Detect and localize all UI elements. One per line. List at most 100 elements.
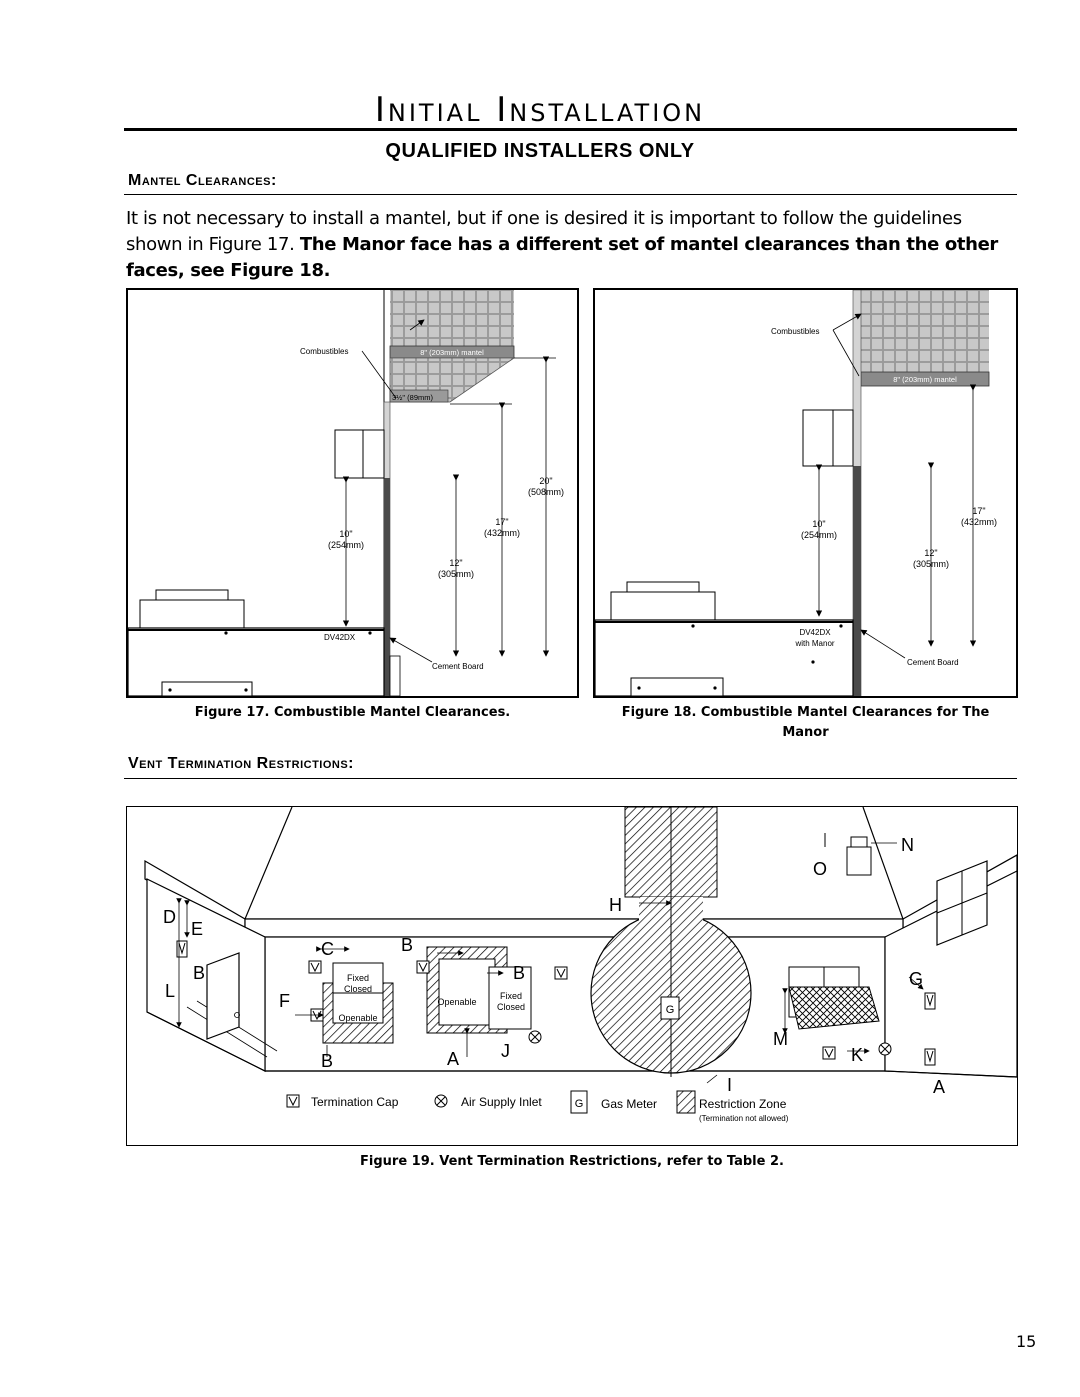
termination-cap-marker xyxy=(308,960,322,974)
termination-cap-icon xyxy=(286,1094,300,1108)
termination-cap-marker xyxy=(176,940,188,958)
mantel-label: 8" (203mm) mantel xyxy=(420,348,484,357)
combustibles-arrow xyxy=(409,319,425,331)
screw xyxy=(691,624,695,628)
dim-12-mm-label: (305mm) xyxy=(913,559,949,569)
legend-termination-cap: Termination Cap xyxy=(311,1095,399,1109)
dim-12-mm-label: (305mm) xyxy=(438,569,474,579)
air-supply-inlet-icon xyxy=(434,1094,448,1108)
combustibles-leader xyxy=(361,350,397,399)
screw xyxy=(368,631,372,635)
model-label: DV42DX xyxy=(799,628,831,637)
trim-box-side xyxy=(362,429,385,479)
window-transom xyxy=(936,892,988,914)
page-subtitle: QUALIFIED INSTALLERS ONLY xyxy=(385,140,695,162)
window-fixed-label-2: Fixed xyxy=(500,991,522,1001)
letter-n: N xyxy=(901,835,914,855)
screw xyxy=(811,660,815,664)
letter-b-right: B xyxy=(513,963,525,983)
mantel-paragraph: It is not necessary to install a mantel,… xyxy=(126,206,1020,284)
dim-12-label: 12" xyxy=(449,558,462,568)
page-title: Initial Installation xyxy=(374,90,706,130)
air-supply-inlet-marker xyxy=(528,1030,542,1044)
trim-box xyxy=(802,409,834,467)
screw xyxy=(839,624,843,628)
figure-18-manor-mantel-clearances: 8" (203mm) mantel Combustibles 17" (432m… xyxy=(593,288,1018,698)
figure-18-caption-line1: Figure 18. Combustible Mantel Clearances… xyxy=(621,705,990,720)
letter-a-center: A xyxy=(447,1049,459,1069)
figure-19-vent-termination-restrictions: G Fixed Closed Openable Openable Fixed C… xyxy=(126,806,1018,1146)
letter-a-right: A xyxy=(933,1077,945,1097)
control-panel xyxy=(161,681,253,696)
vent-cap-top xyxy=(850,836,868,848)
combustibles-label: Combustibles xyxy=(771,327,819,336)
gas-meter-symbol: G xyxy=(666,1004,675,1016)
letter-b-bottom: B xyxy=(321,1051,333,1071)
section-rule xyxy=(124,194,1017,195)
window-openable-label-2: Openable xyxy=(437,997,476,1007)
dim-10-mm-label: (254mm) xyxy=(328,540,364,550)
roof-slope xyxy=(244,807,904,920)
window-center xyxy=(438,958,496,1026)
termination-cap-marker xyxy=(924,992,936,1010)
trim-box xyxy=(334,429,364,479)
window-fixed-label: Fixed xyxy=(347,973,369,983)
combustibles-arrow xyxy=(832,313,862,331)
air-supply-inlet-marker xyxy=(878,1042,892,1056)
ground-line xyxy=(146,1011,1017,1078)
restriction-zone-icon xyxy=(676,1090,696,1114)
page-number: 15 xyxy=(1016,1332,1037,1351)
control-panel xyxy=(630,677,724,696)
legend-restriction-zone: Restriction Zone xyxy=(699,1097,787,1111)
dim-17-mm-label: (432mm) xyxy=(961,517,997,527)
dim-17-mm-label: (432mm) xyxy=(484,528,520,538)
roof-fascia xyxy=(244,918,904,938)
mantel-label: 8" (203mm) mantel xyxy=(893,375,957,384)
stone-surround xyxy=(861,290,989,372)
paragraph-bold-text: The Manor face has a different set of ma… xyxy=(126,234,998,281)
termination-cap-marker xyxy=(416,960,430,974)
dim-i-leader xyxy=(706,1074,718,1084)
model-label: DV42DX xyxy=(324,633,356,642)
letter-o: O xyxy=(813,859,827,879)
figure-17-mantel-clearances: 8" (203mm) mantel 3½" (89mm) Combustible… xyxy=(126,288,579,698)
letter-h: H xyxy=(609,895,622,915)
letter-i: I xyxy=(727,1075,732,1095)
fireplace-top-vent xyxy=(139,599,245,629)
dim-20-label: 20" xyxy=(539,476,552,486)
dim-g-line xyxy=(908,976,924,990)
screw xyxy=(224,631,228,635)
dim-10-label: 10" xyxy=(339,529,352,539)
legend-air-supply-inlet: Air Supply Inlet xyxy=(461,1095,542,1109)
door-knob xyxy=(234,1012,240,1018)
stone-surround xyxy=(390,290,514,348)
section-heading-mantel-clearances: Mantel Clearances: xyxy=(128,172,277,189)
window-closed-label: Closed xyxy=(344,984,372,994)
cement-board-leader xyxy=(389,637,433,663)
figure-17-caption: Figure 17. Combustible Mantel Clearances… xyxy=(194,705,511,720)
letter-d: D xyxy=(163,907,176,927)
legend: Termination Cap Air Supply Inlet G Gas M… xyxy=(286,1090,789,1123)
dim-10-mm-label: (254mm) xyxy=(801,530,837,540)
letter-b-left: B xyxy=(193,963,205,983)
fireplace-top-vent xyxy=(610,591,716,621)
figure-18-caption-line2: Manor xyxy=(782,725,829,740)
screw xyxy=(713,686,717,690)
letter-l: L xyxy=(165,981,175,1001)
termination-cap-marker xyxy=(822,1046,836,1060)
termination-cap-marker xyxy=(554,966,568,980)
cement-board-strip xyxy=(853,466,861,696)
letter-e: E xyxy=(191,919,203,939)
letter-g: G xyxy=(909,969,923,989)
figure-19-caption: Figure 19. Vent Termination Restrictions… xyxy=(360,1154,784,1169)
paragraph-text: It is not necessary to install a mantel,… xyxy=(126,208,962,255)
screw xyxy=(168,688,172,692)
dim-10-label: 10" xyxy=(812,519,825,529)
trim-box-side xyxy=(832,409,854,467)
title-rule xyxy=(124,128,1017,131)
window-closed-label-2: Closed xyxy=(497,1002,525,1012)
dim-20-mm-label: (508mm) xyxy=(528,487,564,497)
offset-label: 3½" (89mm) xyxy=(392,393,434,402)
dim-12-label: 12" xyxy=(924,548,937,558)
termination-cap-marker xyxy=(924,1048,936,1066)
